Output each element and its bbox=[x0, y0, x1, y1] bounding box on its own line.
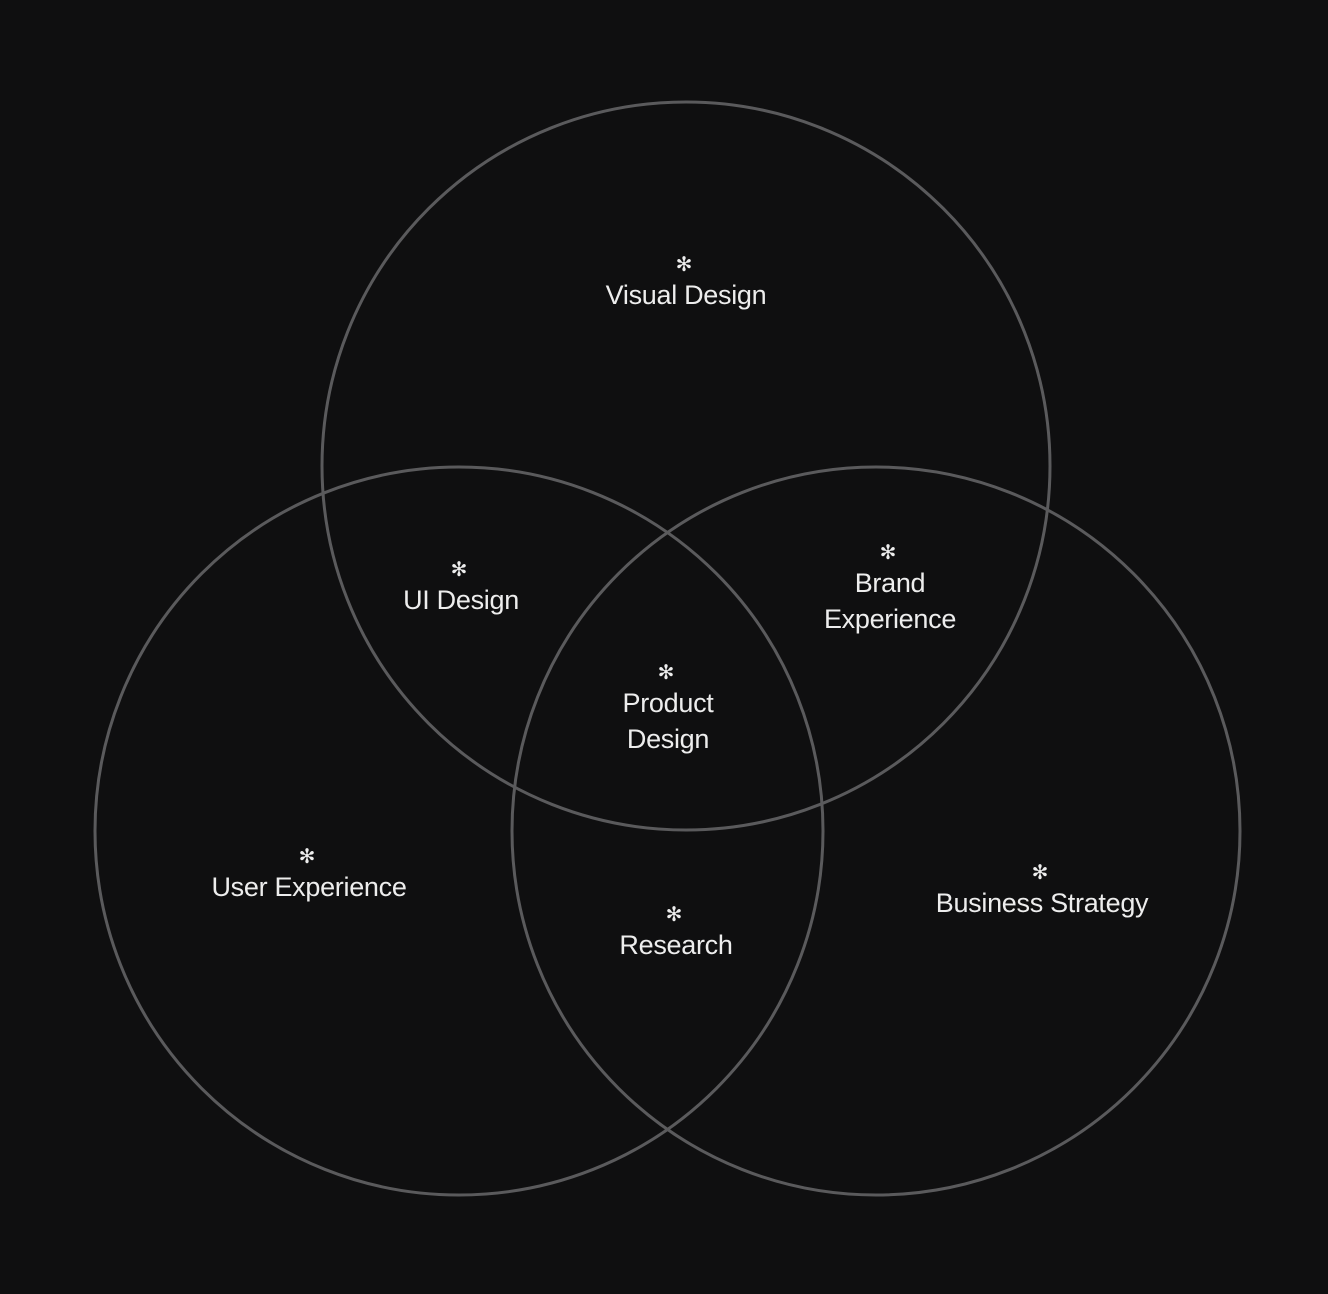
label-business-strategy: Business Strategy bbox=[936, 885, 1149, 921]
label-product-design: Product Design bbox=[623, 685, 714, 757]
circle-visual-design bbox=[320, 100, 1052, 832]
label-brand-experience: Brand Experience bbox=[824, 565, 956, 637]
label-visual-design: Visual Design bbox=[606, 277, 767, 313]
label-product-design-line2: Design bbox=[626, 724, 710, 754]
asterisk-icon: ✻ bbox=[879, 540, 897, 564]
label-research: Research bbox=[619, 927, 732, 963]
asterisk-icon: ✻ bbox=[675, 252, 693, 276]
circle-user-experience bbox=[93, 465, 825, 1197]
label-ui-design-text: UI Design bbox=[403, 585, 519, 615]
label-research-text: Research bbox=[619, 930, 733, 960]
label-visual-design-text: Visual Design bbox=[605, 280, 767, 310]
label-brand-experience-line1: Brand bbox=[854, 568, 926, 598]
asterisk-icon: ✻ bbox=[665, 902, 683, 926]
asterisk-icon: ✻ bbox=[298, 844, 316, 868]
asterisk-icon: ✻ bbox=[1031, 860, 1049, 884]
label-business-strategy-text: Business Strategy bbox=[935, 888, 1149, 918]
label-ui-design: UI Design bbox=[403, 582, 519, 618]
label-brand-experience-line2: Experience bbox=[823, 604, 957, 634]
label-user-experience-text: User Experience bbox=[211, 872, 407, 902]
label-user-experience: User Experience bbox=[211, 869, 406, 905]
asterisk-icon: ✻ bbox=[657, 660, 675, 684]
circle-business-strategy bbox=[510, 465, 1242, 1197]
label-product-design-line1: Product bbox=[622, 688, 714, 718]
asterisk-icon: ✻ bbox=[450, 557, 468, 581]
